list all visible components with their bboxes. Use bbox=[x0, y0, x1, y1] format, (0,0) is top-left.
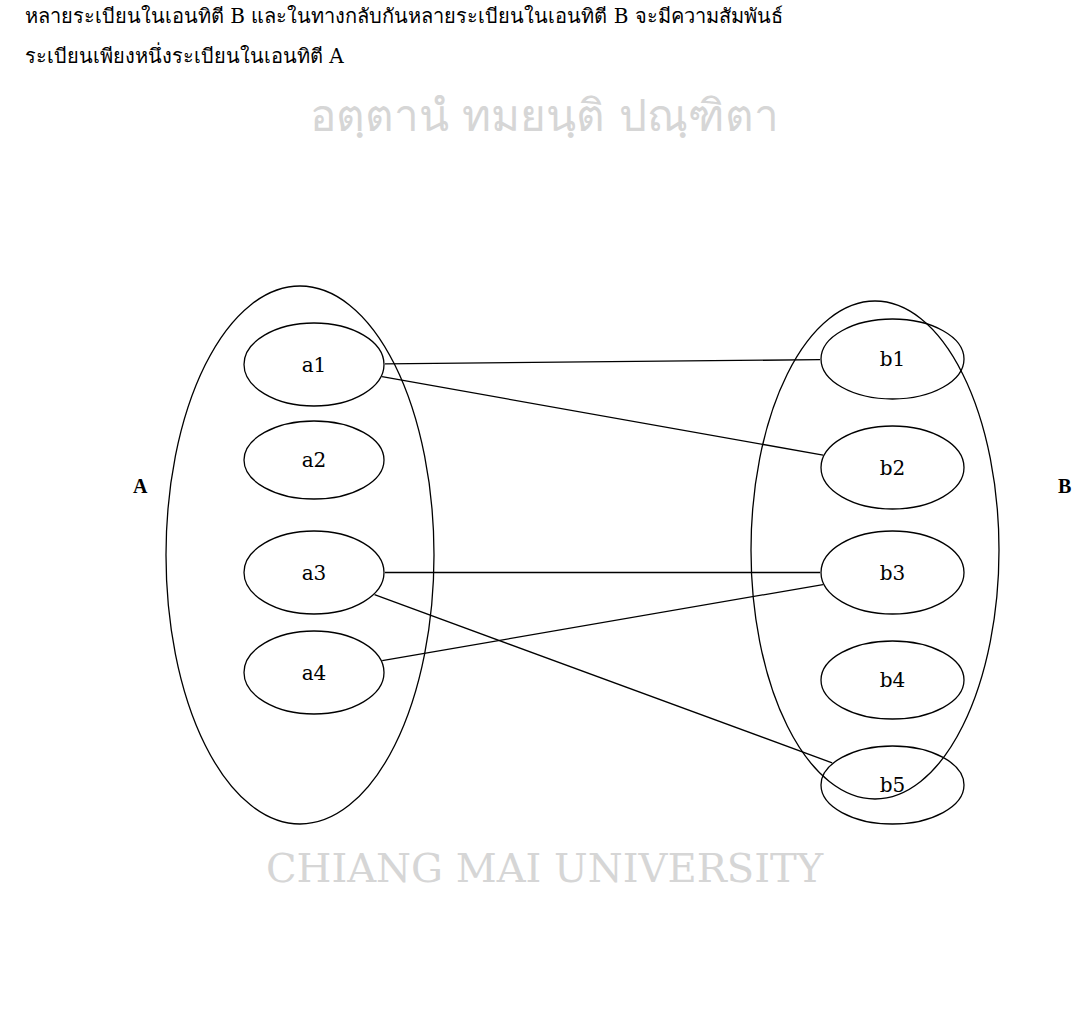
entity-set: Bb1b2b3b4b5 bbox=[750, 300, 1000, 800]
record-label: b2 bbox=[880, 456, 906, 480]
record-label: b4 bbox=[880, 668, 906, 692]
record-label: b3 bbox=[880, 561, 906, 585]
record: b4 bbox=[820, 640, 965, 720]
relationship-line bbox=[375, 595, 833, 763]
entity-label: B bbox=[1058, 475, 1071, 498]
record: b1 bbox=[820, 318, 965, 400]
entity-label: A bbox=[133, 475, 147, 498]
relationship-line bbox=[385, 572, 820, 573]
record: b2 bbox=[820, 425, 965, 510]
body-text: ระเบียนเพียงหนึ่งระเบียนในเอนทิตี A bbox=[25, 40, 344, 72]
watermark-university: CHIANG MAI UNIVERSITY bbox=[266, 845, 823, 891]
record: a2 bbox=[243, 420, 385, 500]
body-text: หลายระเบียนในเอนทิตี B และในทางกลับกันหล… bbox=[25, 0, 783, 32]
watermark-motto: อตฺตานํ ทมยนฺติ ปณฺฑิตา bbox=[310, 80, 780, 150]
record-label: a1 bbox=[302, 353, 327, 377]
relationship-line bbox=[385, 360, 820, 364]
relationship-line bbox=[382, 377, 823, 456]
record: a3 bbox=[243, 530, 385, 615]
record-label: a3 bbox=[302, 561, 327, 585]
record: b5 bbox=[820, 745, 965, 825]
record-label: a4 bbox=[302, 661, 327, 685]
entity-set: Aa1a2a3a4 bbox=[165, 285, 435, 825]
record-label: a2 bbox=[302, 448, 327, 472]
record-label: b1 bbox=[880, 347, 906, 371]
record: b3 bbox=[820, 530, 965, 615]
record: a1 bbox=[243, 322, 385, 407]
entity-ellipse bbox=[165, 285, 435, 825]
entity-ellipse bbox=[750, 300, 1000, 800]
record-label: b5 bbox=[880, 773, 906, 797]
record: a4 bbox=[243, 630, 385, 715]
